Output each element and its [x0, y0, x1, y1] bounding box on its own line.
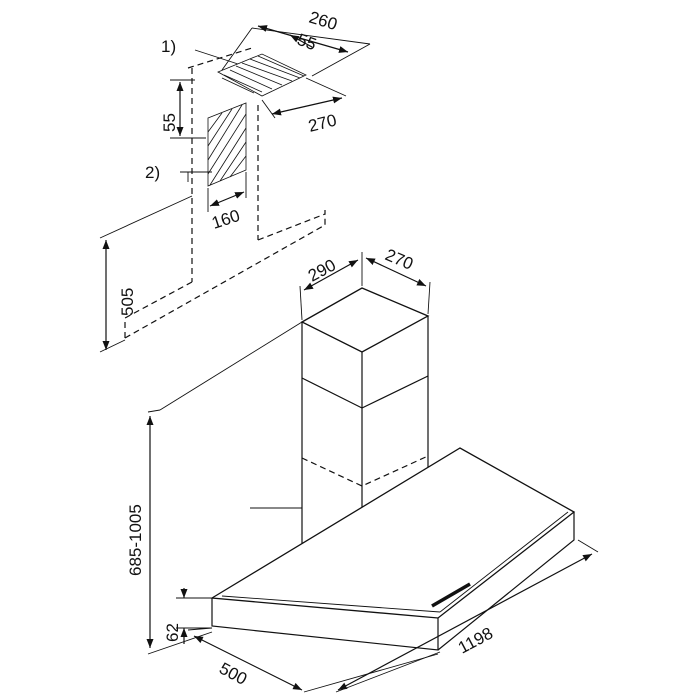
chimney — [159, 287, 430, 560]
hatched-area-1 — [217, 53, 307, 97]
label-55-side: 55 — [160, 113, 179, 132]
dimension-160 — [207, 172, 247, 212]
label-ref-1: 1) — [161, 37, 176, 56]
canopy — [209, 447, 576, 651]
dimension-62 — [176, 588, 212, 644]
label-ref-2: 2) — [145, 163, 160, 182]
label-55-top: 55 — [295, 30, 319, 54]
dimension-55-vertical — [170, 79, 212, 182]
label-685-1005: 685-1005 — [126, 504, 145, 576]
dimension-685-1005 — [146, 409, 302, 655]
dimension-chimney-top — [299, 252, 431, 321]
label-505: 505 — [118, 288, 137, 316]
dimension-lines-top — [194, 25, 371, 119]
label-1198: 1198 — [455, 624, 496, 658]
mounting-outline — [124, 47, 326, 339]
label-500: 500 — [216, 659, 250, 689]
dimension-505 — [99, 195, 193, 353]
label-62: 62 — [163, 623, 182, 642]
hatched-area-2 — [207, 102, 247, 187]
label-270-top: 270 — [306, 111, 338, 136]
label-290: 290 — [305, 255, 339, 285]
dimension-1198 — [335, 539, 599, 693]
label-260: 260 — [307, 8, 340, 34]
label-160: 160 — [209, 206, 242, 233]
label-270-chimney: 270 — [382, 245, 416, 274]
